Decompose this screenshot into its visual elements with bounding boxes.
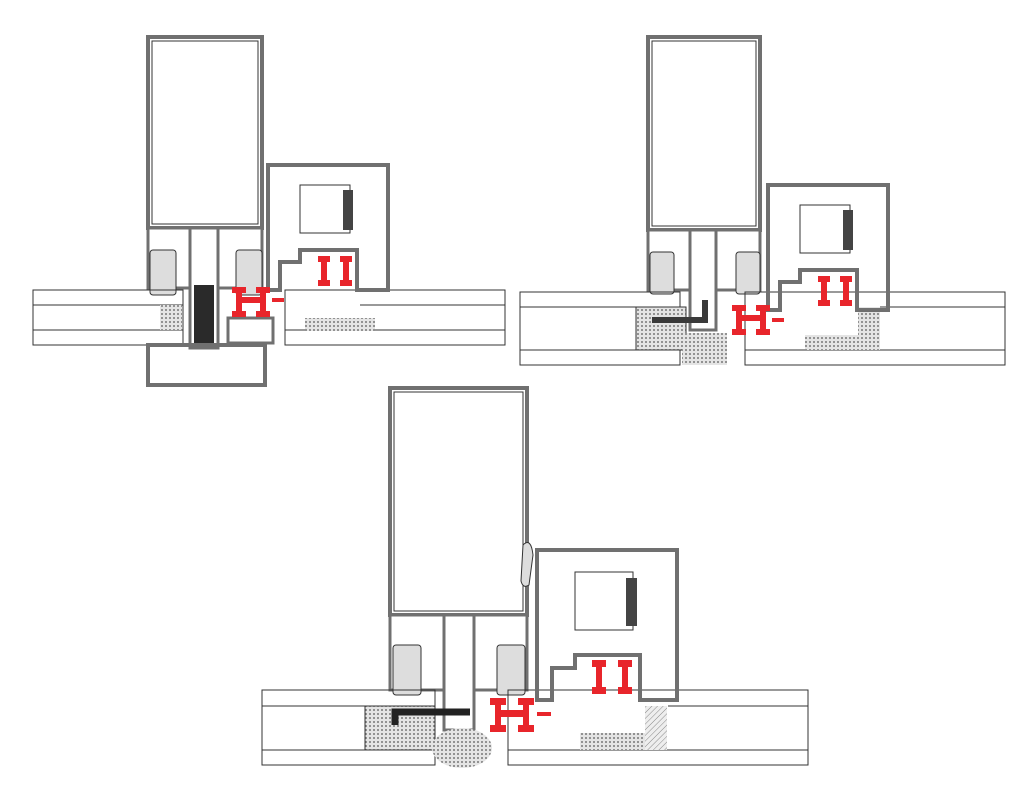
thermal-break [732, 276, 852, 335]
insulation-block [858, 307, 880, 350]
vent-seal [626, 578, 637, 626]
vent-glass-unit [799, 204, 851, 254]
vent-glass-unit [299, 184, 351, 234]
foam-backer [432, 728, 492, 768]
glass-pane [146, 35, 264, 230]
vent-glass-unit [574, 571, 634, 631]
glass-pane [388, 386, 529, 617]
gasket [649, 251, 761, 295]
connector-bracket [391, 708, 470, 725]
vent-seal [343, 190, 353, 230]
glass-pane-inner [393, 391, 524, 612]
detail-1 [32, 35, 506, 387]
corner-cleat [226, 316, 275, 345]
insulation-block [645, 706, 667, 750]
pressure-cap [146, 343, 267, 387]
vent-frame [766, 183, 890, 312]
detail-2 [519, 35, 1006, 366]
glass-pane-inner [651, 40, 757, 227]
insulation-core [194, 285, 214, 343]
insulation-block [580, 733, 665, 750]
glazing-wedge [520, 542, 534, 587]
vent-frame [266, 163, 390, 292]
thermal-break [232, 256, 352, 317]
foam-backer [682, 333, 727, 365]
vent-frame [535, 548, 679, 702]
glass-pane [646, 35, 762, 232]
vent-seal [843, 210, 853, 250]
connector-bracket [652, 300, 708, 323]
insulation-block [160, 305, 182, 330]
thermal-break [490, 660, 632, 732]
gasket [149, 249, 263, 296]
detail-3 [261, 386, 809, 768]
insulation-block [305, 318, 375, 331]
glass-pane-inner [151, 40, 259, 225]
infill-panel-left [32, 289, 184, 346]
gasket [392, 644, 526, 696]
infill-panel-right [284, 289, 506, 346]
insulation-block [635, 306, 687, 351]
